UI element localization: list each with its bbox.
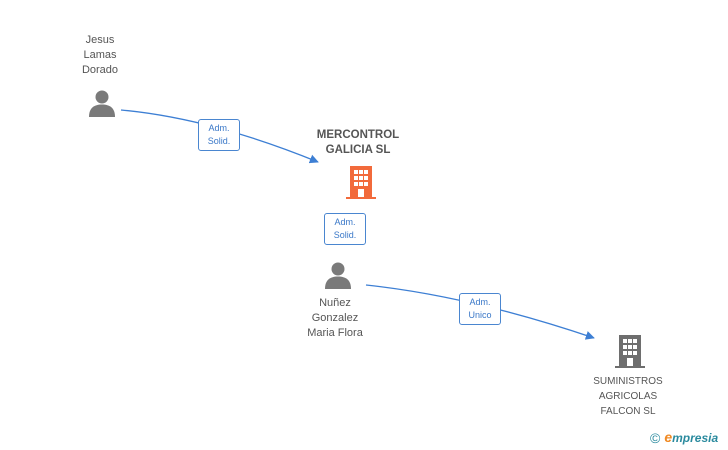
relation-badge-line: Adm. xyxy=(469,297,491,307)
node-label-mercontrol[interactable]: MERCONTROL GALICIA SL xyxy=(308,128,408,158)
node-label-line: SUMINISTROS xyxy=(593,376,663,387)
node-label-line: Jesus xyxy=(85,34,115,46)
person-icon[interactable] xyxy=(88,88,116,118)
relation-badge[interactable]: Adm. Solid. xyxy=(324,213,366,245)
brand-logo-text: mpresia xyxy=(672,431,719,445)
brand-footer: ©empresia xyxy=(650,429,718,446)
node-label-line: AGRICOLAS xyxy=(598,391,658,402)
relation-badge-line: Solid. xyxy=(207,136,231,146)
building-icon[interactable] xyxy=(345,164,377,200)
node-label-line: Lamas xyxy=(83,49,117,61)
relation-badge-line: Adm. xyxy=(208,123,230,133)
node-label-nunez[interactable]: Nuñez Gonzalez Maria Flora xyxy=(290,296,380,341)
node-label-line: GALICIA SL xyxy=(325,144,391,156)
building-icon[interactable] xyxy=(614,333,646,369)
relation-badge-line: Solid. xyxy=(333,230,357,240)
relation-badge[interactable]: Adm. Unico xyxy=(459,293,501,325)
node-label-line: Gonzalez xyxy=(311,312,359,324)
relation-badge[interactable]: Adm. Solid. xyxy=(198,119,240,151)
person-icon[interactable] xyxy=(324,260,352,290)
copyright-icon: © xyxy=(650,430,661,446)
node-label-line: Dorado xyxy=(81,64,119,76)
node-label-line: Maria Flora xyxy=(307,327,363,339)
node-label-suministros[interactable]: SUMINISTROS AGRICOLAS FALCON SL xyxy=(578,374,678,419)
relation-badge-line: Adm. xyxy=(334,217,356,227)
relation-badge-line: Unico xyxy=(468,310,492,320)
brand-logo-initial: e xyxy=(664,429,673,445)
node-label-jesus[interactable]: Jesus Lamas Dorado xyxy=(60,33,140,78)
node-label-line: MERCONTROL xyxy=(316,129,400,141)
node-label-line: FALCON SL xyxy=(600,406,656,417)
node-label-line: Nuñez xyxy=(319,297,351,309)
